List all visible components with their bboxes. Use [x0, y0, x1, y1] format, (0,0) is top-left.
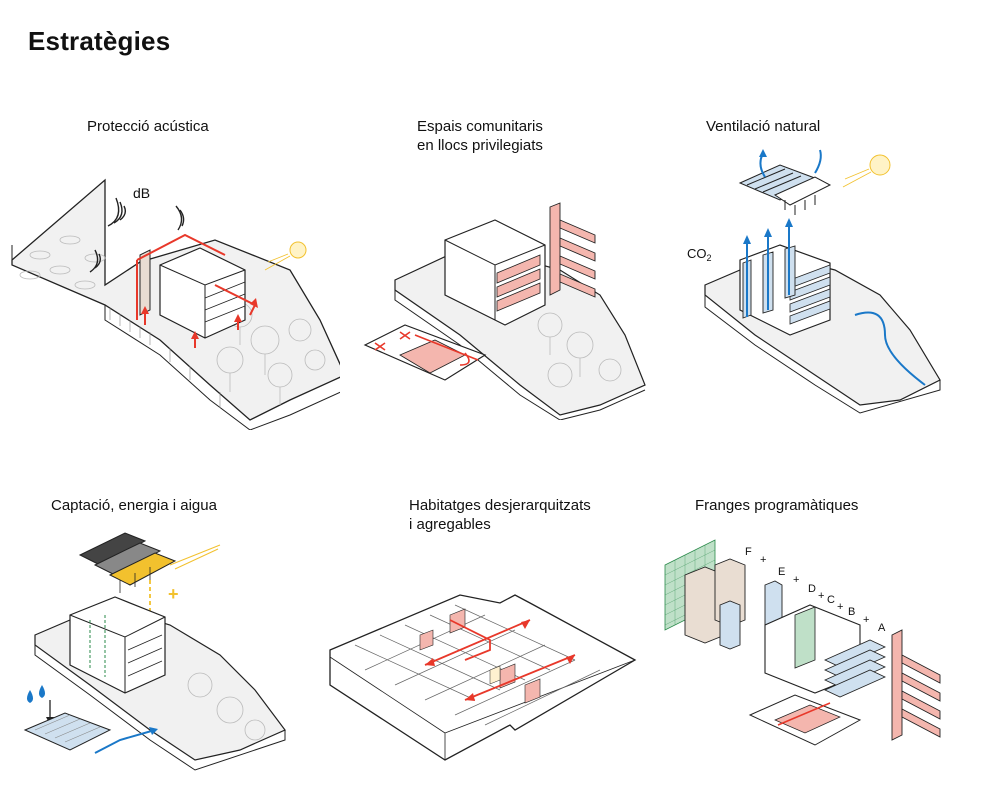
- diagram-community-spaces: [363, 202, 646, 420]
- svg-text:+: +: [863, 614, 869, 626]
- co2-label: CO2: [687, 246, 712, 263]
- diagram-acoustic-protection: dB: [11, 178, 340, 430]
- caption-ventilation: Ventilació natural: [706, 118, 821, 135]
- water-drop-icon: [27, 685, 45, 703]
- caption-energy-water: Captació, energia i aigua: [51, 497, 217, 514]
- svg-text:+: +: [837, 601, 843, 613]
- sun-icon: [842, 154, 891, 188]
- caption-programmatic-bands: Franges programàtiques: [695, 497, 859, 514]
- caption-housing: Habitatges desjerarquitzats i agregables: [409, 497, 591, 533]
- svg-text:+: +: [818, 590, 824, 602]
- band-label-b: B: [848, 606, 855, 618]
- plus-sign: +: [168, 584, 179, 604]
- svg-text:+: +: [793, 574, 799, 586]
- band-label-a: A: [878, 622, 886, 634]
- sun-icon: [264, 241, 307, 271]
- diagram-natural-ventilation: CO2: [687, 149, 941, 414]
- db-label: dB: [133, 185, 150, 201]
- band-label-e: E: [778, 566, 785, 578]
- band-label-f: F: [745, 546, 752, 558]
- caption-acoustic: Protecció acústica: [87, 118, 209, 135]
- svg-text:+: +: [760, 554, 766, 566]
- diagram-programmatic-bands: F + E + D + C + B + A: [664, 539, 941, 746]
- diagram-energy-water: +: [23, 532, 286, 771]
- caption-community: Espais comunitaris en llocs privilegiats: [417, 118, 543, 154]
- page-title: Estratègies: [28, 26, 171, 56]
- band-label-d: D: [808, 583, 816, 595]
- band-label-c: C: [827, 594, 835, 606]
- diagram-housing-units: [329, 594, 637, 761]
